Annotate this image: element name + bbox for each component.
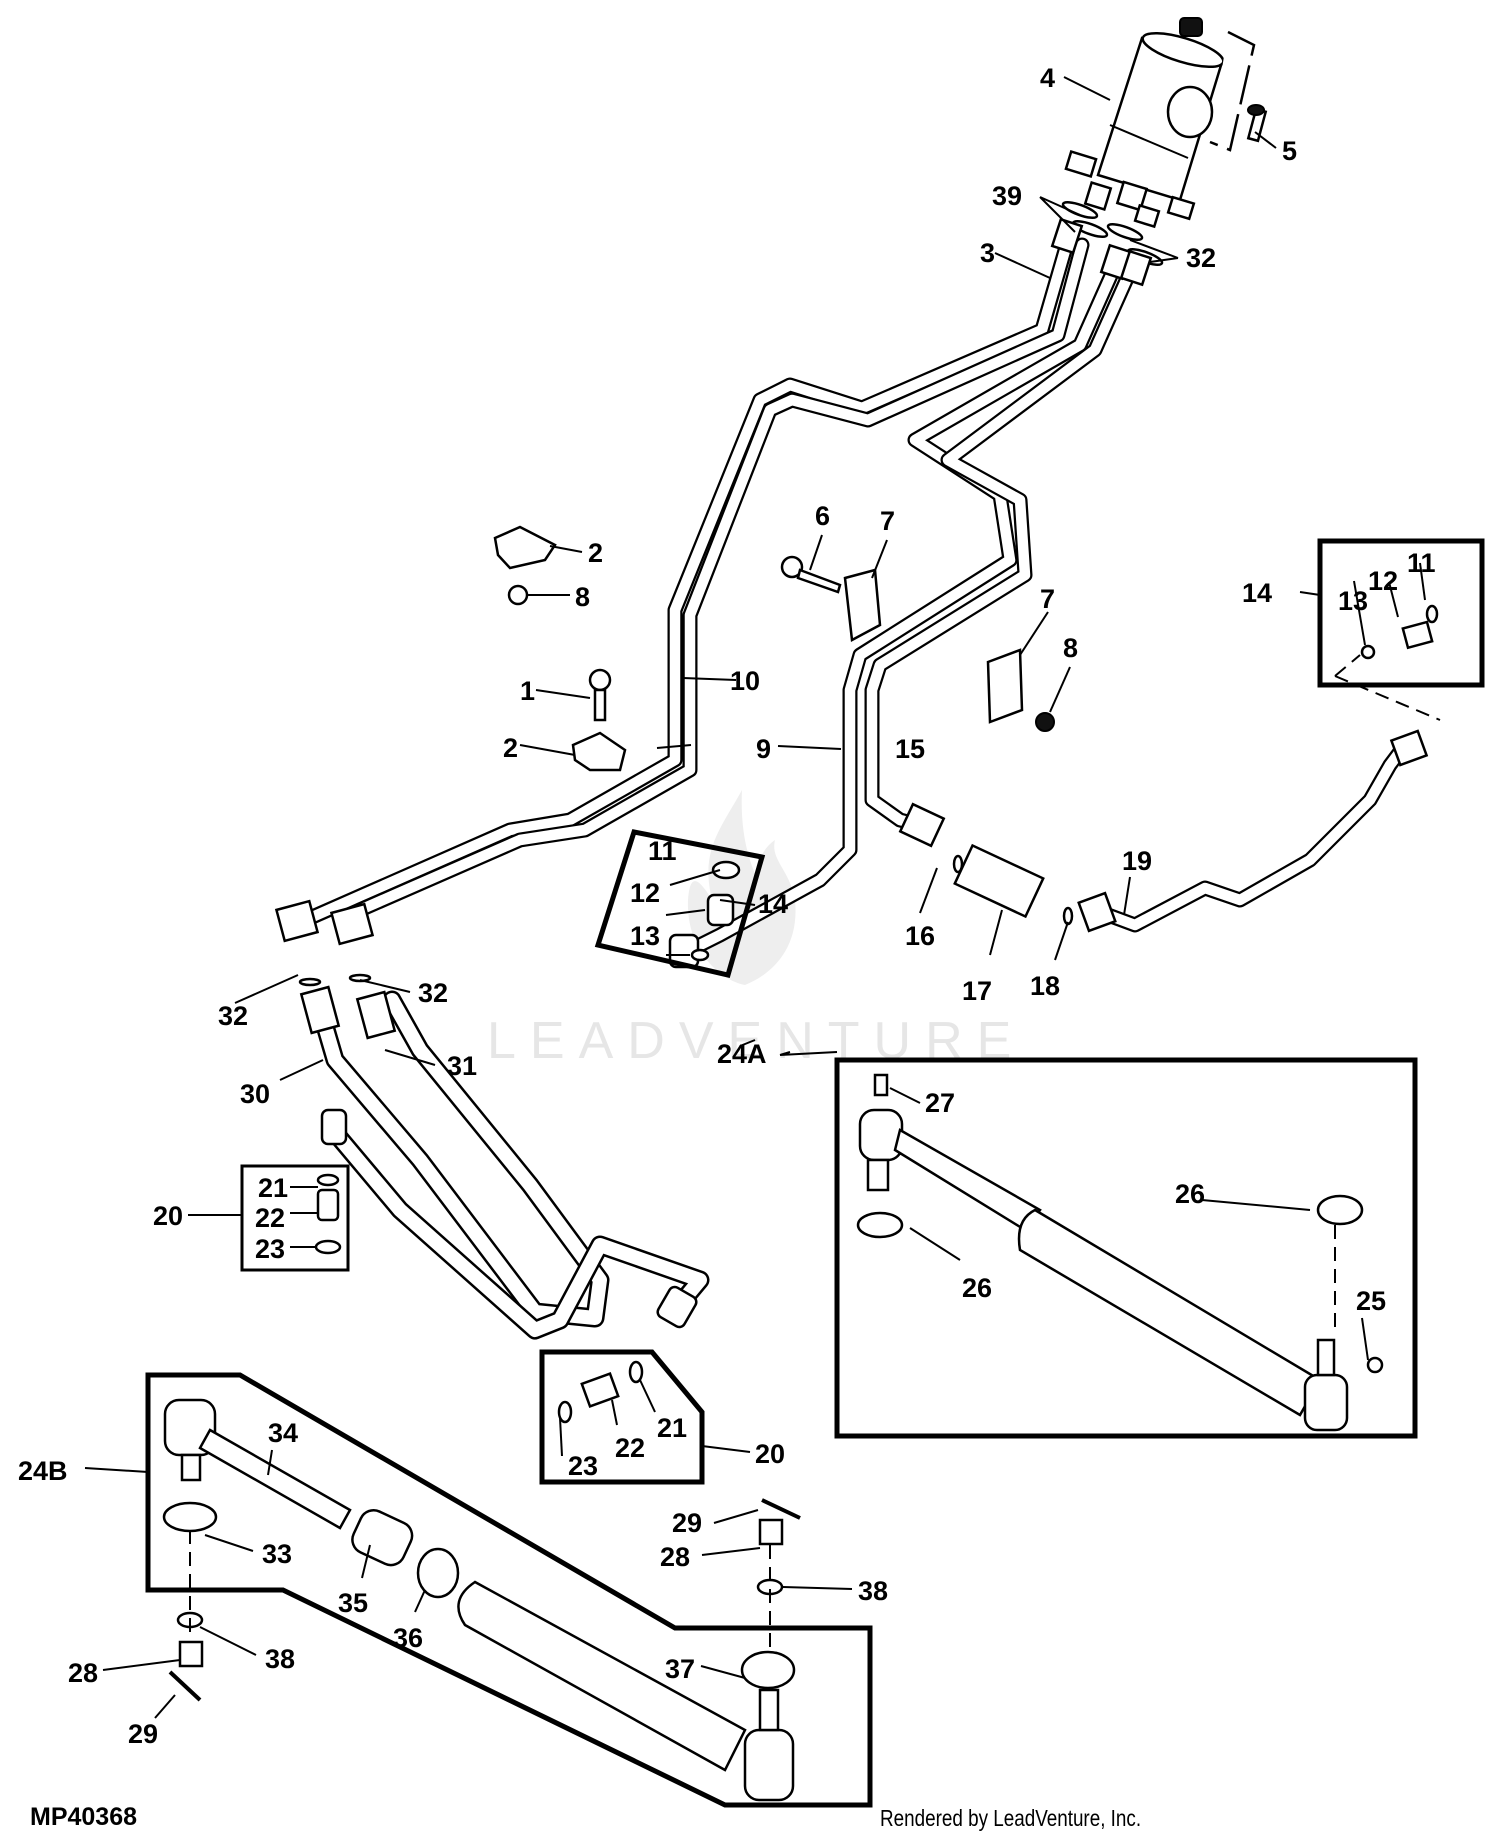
callout-28-right: 28: [660, 1542, 690, 1572]
callout-32-right: 32: [418, 978, 448, 1008]
hoses: [308, 990, 710, 1340]
callout-20-left: 20: [153, 1201, 183, 1231]
callout-32-top: 32: [1186, 243, 1216, 273]
callout-22-left: 22: [255, 1203, 285, 1233]
callout-13-center: 13: [630, 921, 660, 951]
callout-27: 27: [925, 1088, 955, 1118]
callout-13-right: 13: [1338, 586, 1368, 616]
callout-26-right: 26: [1175, 1179, 1205, 1209]
clamp-7-upper: [843, 568, 882, 642]
steering-cylinder-24b: [162, 1398, 801, 1802]
callout-4: 4: [1040, 63, 1055, 93]
kit-box-20-left: [240, 1164, 350, 1272]
callout-20-right: 20: [755, 1439, 785, 1469]
callout-29-left: 29: [128, 1719, 158, 1749]
callout-5: 5: [1282, 136, 1297, 166]
nut-8-right: [1035, 712, 1055, 732]
callout-28-left: 28: [68, 1658, 98, 1688]
kit-box-14-right: [1317, 538, 1485, 688]
callout-8-right: 8: [1063, 633, 1078, 663]
callout-14-center: 14: [758, 889, 788, 919]
callout-26-left: 26: [962, 1273, 992, 1303]
render-credit: Rendered by LeadVenture, Inc.: [880, 1805, 1142, 1831]
clamp-2-upper: [493, 525, 557, 606]
callout-34: 34: [268, 1418, 298, 1448]
callout-36: 36: [393, 1623, 423, 1653]
callout-6: 6: [815, 501, 830, 531]
callout-15: 15: [895, 734, 925, 764]
callout-7-upper: 7: [880, 506, 895, 536]
callout-33: 33: [262, 1539, 292, 1569]
kit-box-14-center: [594, 829, 766, 978]
callout-37: 37: [665, 1654, 695, 1684]
steering-cylinder-24a: [856, 1073, 1384, 1432]
callout-23-left: 23: [255, 1234, 285, 1264]
callout-25: 25: [1356, 1286, 1386, 1316]
callout-22-right: 22: [615, 1433, 645, 1463]
clamp-7-lower: [986, 648, 1024, 724]
callout-18: 18: [1030, 971, 1060, 1001]
bolt-1: [588, 668, 612, 722]
callout-31: 31: [447, 1051, 477, 1081]
callout-16: 16: [905, 921, 935, 951]
callouts: 4 5 39 32 3 2 8 1 2 6 7 7 8 10 9 15 14 1…: [18, 63, 1436, 1749]
filter-17: [953, 843, 1045, 919]
callout-17: 17: [962, 976, 992, 1006]
callout-11-center: 11: [648, 836, 677, 866]
callout-30: 30: [240, 1079, 270, 1109]
callout-38-right: 38: [858, 1576, 888, 1606]
callout-24a: 24A: [717, 1039, 767, 1069]
callout-29-right: 29: [672, 1508, 702, 1538]
callout-21-right: 21: [657, 1413, 687, 1443]
bolt-6: [780, 555, 842, 594]
callout-21-left: 21: [258, 1173, 288, 1203]
figure-id: MP40368: [30, 1803, 138, 1831]
callout-24b: 24B: [18, 1456, 68, 1486]
callout-19: 19: [1122, 846, 1152, 876]
callout-23-right: 23: [568, 1451, 598, 1481]
callout-35: 35: [338, 1588, 368, 1618]
callout-2-upper: 2: [588, 538, 603, 568]
callout-12-right: 12: [1368, 566, 1398, 596]
steel-lines: [302, 232, 1413, 958]
callout-39: 39: [992, 181, 1022, 211]
callout-12-center: 12: [630, 878, 660, 908]
bolt-5: [1246, 104, 1268, 143]
callout-7-lower: 7: [1040, 584, 1055, 614]
callout-8-left: 8: [575, 582, 590, 612]
callout-14-right: 14: [1242, 578, 1272, 608]
callout-32-left: 32: [218, 1001, 248, 1031]
callout-1: 1: [520, 676, 535, 706]
callout-2-lower: 2: [503, 733, 518, 763]
leader-lines: [84, 76, 1426, 1719]
clamp-2-lower: [571, 731, 627, 772]
callout-11-right: 11: [1407, 548, 1436, 578]
callout-3: 3: [980, 238, 995, 268]
callout-9: 9: [756, 734, 771, 764]
steering-valve: [1064, 17, 1225, 229]
callout-38-left: 38: [265, 1644, 295, 1674]
kit-box-24b: [145, 1372, 873, 1808]
kit-box-24a: [834, 1057, 1418, 1439]
callout-10: 10: [730, 666, 760, 696]
